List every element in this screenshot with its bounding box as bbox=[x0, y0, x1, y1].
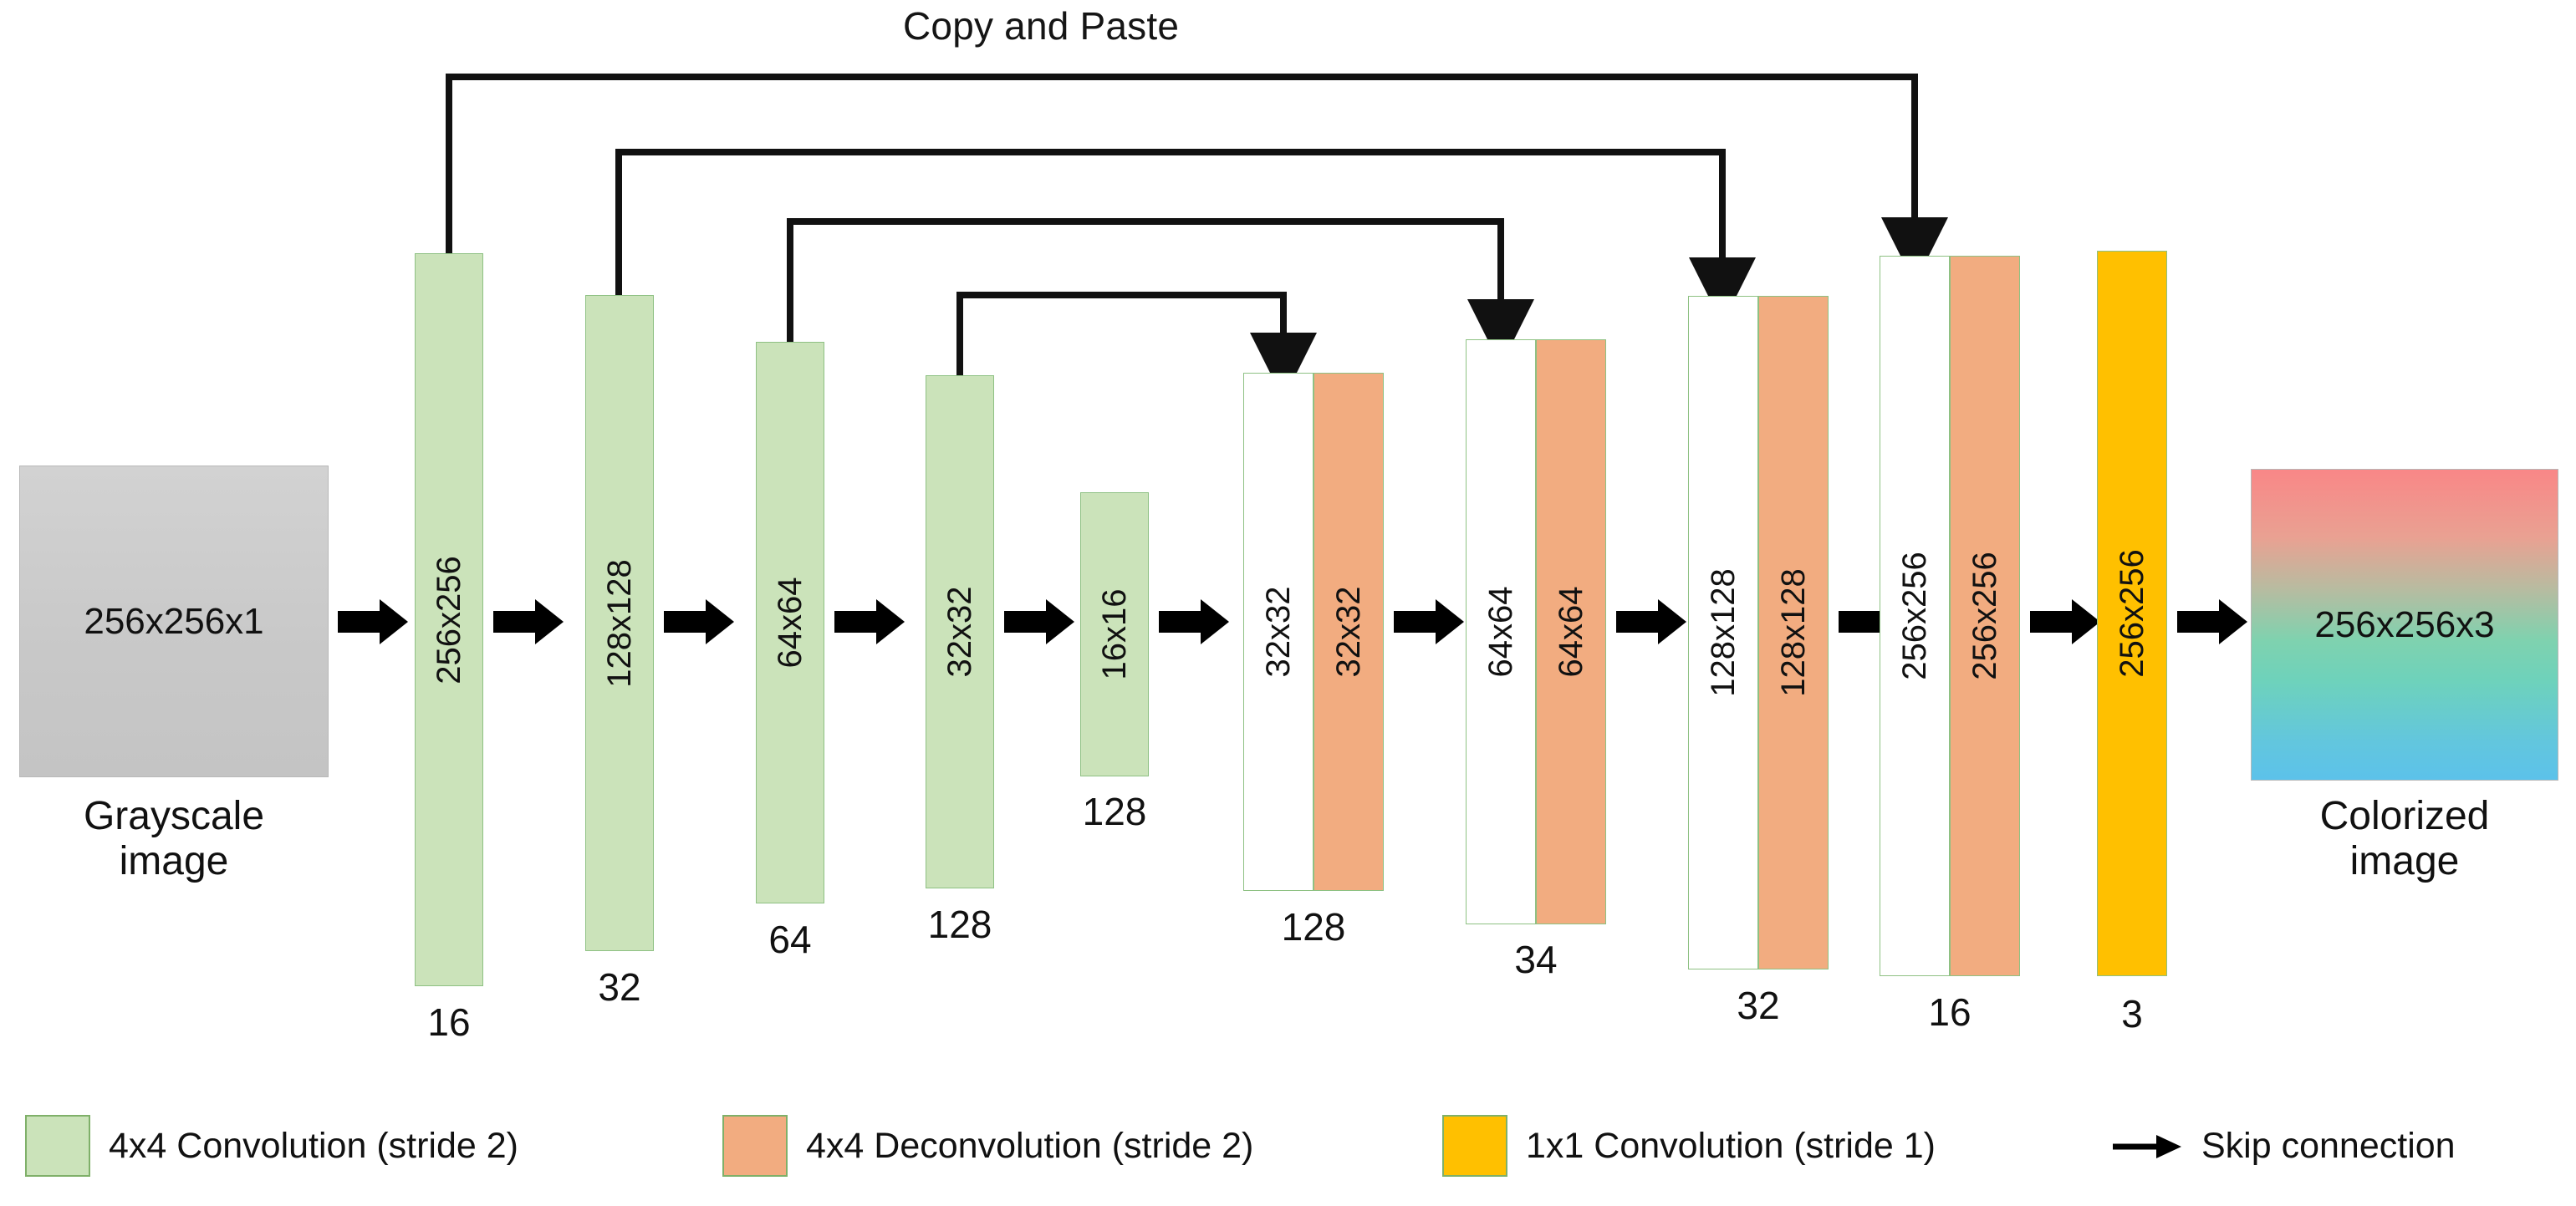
skip-arrow-enc2-to-dec3 bbox=[615, 149, 1756, 324]
output-conv-block: 256x256 bbox=[2097, 251, 2167, 976]
encoder-block-enc1-channels: 16 bbox=[427, 1000, 471, 1044]
flow-arrow-enc1-to-enc2 bbox=[493, 598, 564, 645]
encoder-block-enc5: 16x16 bbox=[1080, 492, 1149, 776]
decoder-block-dec4-skip: 256x256 bbox=[1880, 256, 1950, 976]
decoder-block-dec1-skip-size: 32x32 bbox=[1260, 586, 1297, 678]
encoder-block-enc1: 256x256 bbox=[415, 253, 483, 986]
decoder-block-dec2-skip-size: 64x64 bbox=[1482, 586, 1519, 678]
skip-arrow-enc4-to-dec1 bbox=[956, 292, 1317, 399]
flow-arrow-enc4-to-enc5 bbox=[1004, 598, 1074, 645]
legend-item-convolution: 4x4 Convolution (stride 2) bbox=[25, 1115, 518, 1177]
output-image: 256x256x3 bbox=[2251, 469, 2558, 781]
decoder-block-dec1-channels: 128 bbox=[1281, 905, 1346, 949]
legend: 4x4 Convolution (stride 2) 4x4 Deconvolu… bbox=[0, 1107, 2576, 1191]
decoder-block-dec3-skip-size: 128x128 bbox=[1705, 568, 1742, 697]
orange-swatch-icon bbox=[722, 1115, 788, 1177]
encoder-block-enc4-channels: 128 bbox=[927, 903, 992, 946]
legend-item-pointwise-convolution-label: 1x1 Convolution (stride 1) bbox=[1526, 1125, 1936, 1166]
decoder-block-dec4-deconv-size: 256x256 bbox=[1966, 552, 2003, 680]
yellow-swatch-icon bbox=[1442, 1115, 1507, 1177]
flow-arrow-dec2-to-dec3 bbox=[1616, 598, 1686, 645]
encoder-block-enc3-size: 64x64 bbox=[772, 577, 809, 669]
decoder-block-dec1-deconv: 32x32 bbox=[1314, 373, 1384, 891]
decoder-block-dec4-deconv: 256x256 bbox=[1950, 256, 2020, 976]
legend-item-deconvolution-label: 4x4 Deconvolution (stride 2) bbox=[806, 1125, 1254, 1166]
legend-item-skip-connection-label: Skip connection bbox=[2201, 1126, 2456, 1166]
skip-arrow-enc1-to-dec4 bbox=[446, 74, 1948, 284]
encoder-block-enc2: 128x128 bbox=[585, 295, 654, 951]
output-image-label: 256x256x3 bbox=[2314, 603, 2495, 645]
encoder-block-enc1-size: 256x256 bbox=[431, 555, 467, 684]
flow-arrow-enc3-to-enc4 bbox=[834, 598, 905, 645]
decoder-block-dec3-skip: 128x128 bbox=[1688, 296, 1758, 969]
input-image: 256x256x1 bbox=[19, 466, 329, 777]
decoder-block-dec2-deconv-size: 64x64 bbox=[1553, 586, 1589, 678]
skip-arrow-enc3-to-dec2 bbox=[787, 218, 1534, 366]
decoder-block-dec1-skip: 32x32 bbox=[1243, 373, 1314, 891]
diagram-title: Copy and Paste bbox=[903, 4, 1180, 48]
flow-arrow-enc2-to-enc3 bbox=[664, 598, 734, 645]
encoder-block-enc2-channels: 32 bbox=[598, 965, 641, 1009]
encoder-block-enc3: 64x64 bbox=[756, 342, 824, 903]
decoder-block-dec2-deconv: 64x64 bbox=[1536, 339, 1606, 924]
arrow-icon bbox=[2113, 1134, 2183, 1158]
legend-item-deconvolution: 4x4 Deconvolution (stride 2) bbox=[722, 1115, 1253, 1177]
flow-arrow-dec4-to-out bbox=[2030, 598, 2100, 645]
legend-item-skip-connection: Skip connection bbox=[2113, 1126, 2456, 1167]
flow-arrow-input-to-enc1 bbox=[338, 598, 408, 645]
decoder-block-dec3-channels: 32 bbox=[1737, 984, 1780, 1027]
decoder-block-dec3-deconv-size: 128x128 bbox=[1775, 568, 1812, 697]
encoder-block-enc5-size: 16x16 bbox=[1096, 588, 1133, 680]
output-image-caption: Colorized image bbox=[2319, 794, 2490, 883]
decoder-block-dec2-channels: 34 bbox=[1514, 938, 1558, 981]
output-conv-block-size: 256x256 bbox=[2114, 549, 2150, 678]
input-image-label: 256x256x1 bbox=[84, 600, 264, 642]
flow-arrow-enc5-to-dec1 bbox=[1159, 598, 1229, 645]
decoder-block-dec2-skip: 64x64 bbox=[1466, 339, 1536, 924]
legend-item-pointwise-convolution: 1x1 Convolution (stride 1) bbox=[1442, 1115, 1936, 1177]
decoder-block-dec4-channels: 16 bbox=[1928, 990, 1972, 1034]
output-conv-block-channels: 3 bbox=[2121, 992, 2143, 1036]
encoder-block-enc5-channels: 128 bbox=[1082, 790, 1147, 833]
flow-arrow-dec1-to-dec2 bbox=[1394, 598, 1464, 645]
legend-item-convolution-label: 4x4 Convolution (stride 2) bbox=[109, 1125, 518, 1166]
decoder-block-dec4-skip-size: 256x256 bbox=[1896, 552, 1933, 680]
decoder-block-dec3-deconv: 128x128 bbox=[1758, 296, 1829, 969]
green-swatch-icon bbox=[25, 1115, 90, 1177]
encoder-block-enc3-channels: 64 bbox=[768, 918, 812, 961]
encoder-block-enc2-size: 128x128 bbox=[601, 558, 638, 688]
encoder-block-enc4-size: 32x32 bbox=[941, 586, 978, 678]
decoder-block-dec1-deconv-size: 32x32 bbox=[1330, 586, 1367, 678]
flow-arrow-out-to-output-image bbox=[2177, 598, 2247, 645]
encoder-block-enc4: 32x32 bbox=[926, 375, 994, 888]
input-image-caption: Grayscale image bbox=[83, 794, 265, 883]
